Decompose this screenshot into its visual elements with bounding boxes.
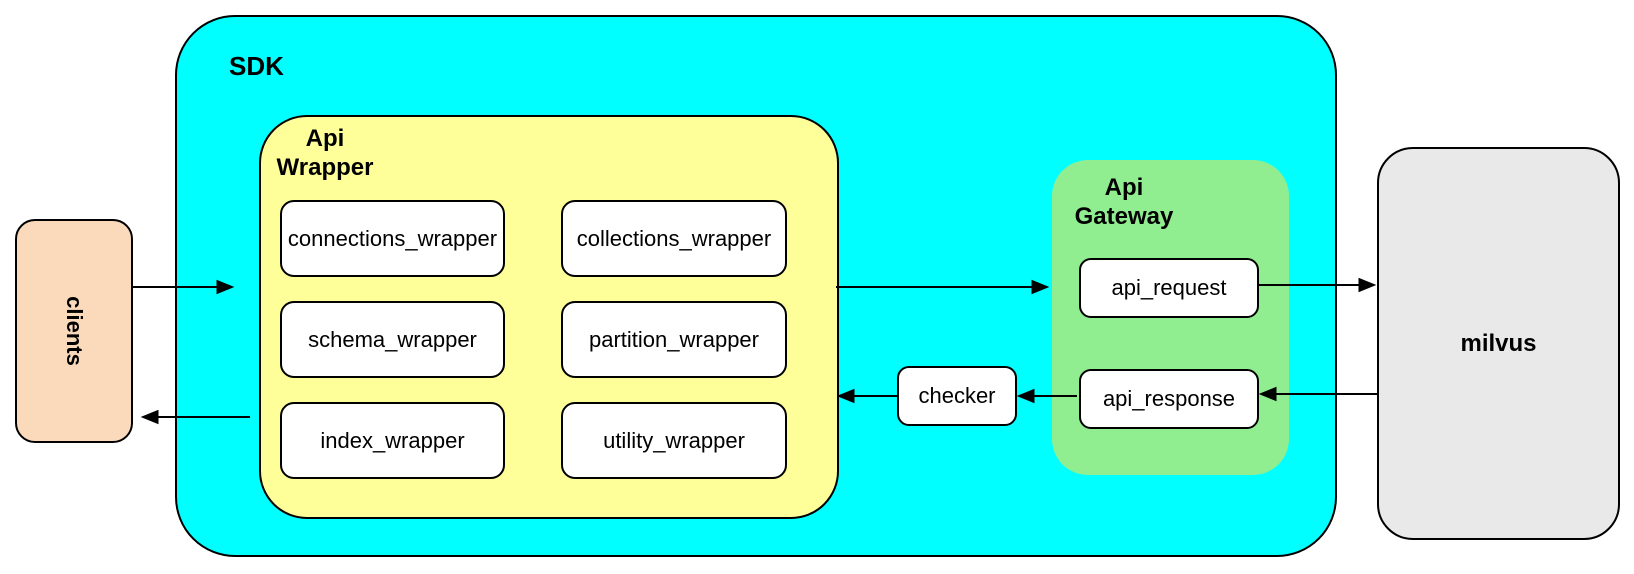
api-gateway-label: Api Gateway [1058, 174, 1190, 232]
api-gateway-label-line2: Gateway [1074, 202, 1174, 230]
index-wrapper-node: index_wrapper [280, 402, 505, 479]
clients-label: clients [61, 296, 87, 366]
utility-wrapper-node: utility_wrapper [561, 402, 787, 479]
api-gateway-container: Api Gateway api_request api_response [1052, 160, 1289, 475]
api-wrapper-container: Api Wrapper connections_wrapper collecti… [259, 115, 839, 519]
api-gateway-label-line1: Api [1104, 174, 1144, 201]
api-wrapper-label-line2: Wrapper [276, 153, 374, 181]
api-response-node: api_response [1079, 369, 1259, 429]
sdk-container: SDK Api Wrapper connections_wrapper coll… [175, 15, 1337, 557]
partition-wrapper-node: partition_wrapper [561, 301, 787, 378]
connections-wrapper-node: connections_wrapper [280, 200, 505, 277]
schema-wrapper-node: schema_wrapper [280, 301, 505, 378]
sdk-label: SDK [229, 51, 284, 81]
collections-wrapper-node: collections_wrapper [561, 200, 787, 277]
api-wrapper-label-line1: Api [305, 125, 345, 152]
checker-node: checker [897, 366, 1017, 426]
clients-node: clients [15, 219, 133, 443]
api-wrapper-label: Api Wrapper [269, 125, 381, 183]
milvus-node: milvus [1377, 147, 1620, 540]
api-request-node: api_request [1079, 258, 1259, 318]
